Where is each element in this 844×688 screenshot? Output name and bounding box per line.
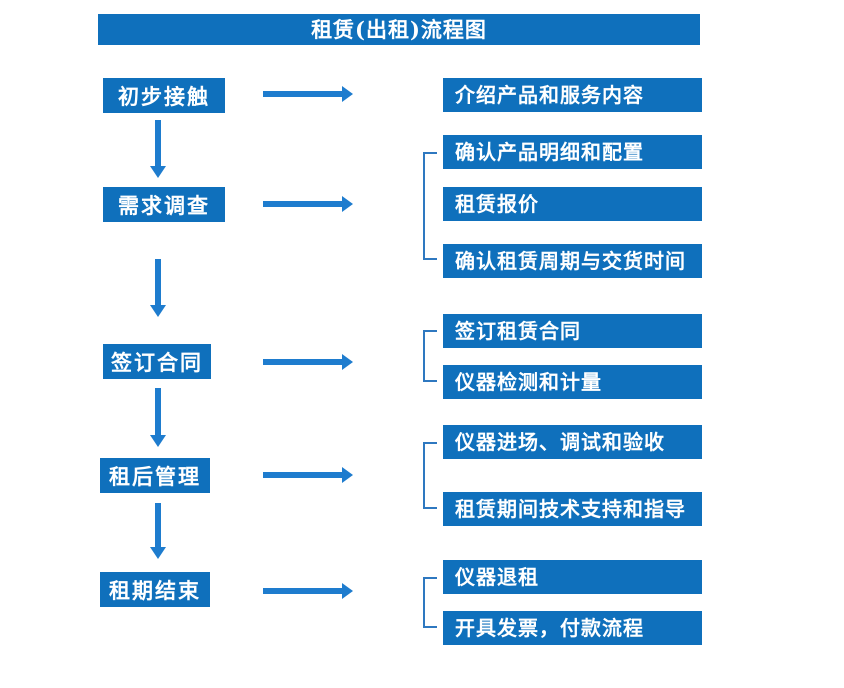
detail-box: 确认产品明细和配置	[443, 135, 702, 169]
right-arrow-head	[342, 467, 353, 483]
detail-box: 开具发票，付款流程	[443, 611, 702, 645]
down-arrow-head	[150, 166, 166, 178]
down-arrow	[150, 120, 167, 178]
down-arrow	[150, 388, 167, 447]
stage-box-rental-end: 租期结束	[100, 572, 210, 607]
right-arrow	[263, 467, 353, 483]
down-arrow-head	[150, 547, 166, 559]
down-arrow-shaft	[155, 120, 161, 167]
right-arrow-head	[342, 354, 353, 370]
right-arrow-shaft	[263, 201, 342, 207]
right-arrow	[263, 196, 353, 212]
detail-box: 介绍产品和服务内容	[443, 78, 702, 112]
detail-box: 仪器退租	[443, 560, 702, 594]
detail-box: 租赁期间技术支持和指导	[443, 492, 702, 526]
down-arrow-shaft	[155, 503, 161, 548]
detail-box: 签订租赁合同	[443, 314, 702, 348]
down-arrow	[150, 503, 167, 559]
right-arrow	[263, 354, 353, 370]
right-arrow-shaft	[263, 472, 342, 478]
right-arrow-shaft	[263, 588, 342, 594]
down-arrow-shaft	[155, 259, 161, 306]
right-arrow	[263, 86, 353, 102]
stage-box-demand-survey: 需求调查	[103, 187, 225, 222]
down-arrow	[150, 259, 167, 317]
right-arrow-shaft	[263, 91, 342, 97]
right-arrow-head	[342, 196, 353, 212]
right-arrow-head	[342, 583, 353, 599]
group-bracket	[423, 152, 437, 260]
group-bracket	[423, 442, 437, 509]
stage-box-sign-contract: 签订合同	[103, 344, 211, 379]
stage-box-initial-contact: 初步接触	[103, 78, 225, 113]
group-bracket	[423, 577, 437, 628]
right-arrow-shaft	[263, 359, 342, 365]
detail-box: 仪器检测和计量	[443, 365, 702, 399]
right-arrow-head	[342, 86, 353, 102]
detail-box: 租赁报价	[443, 187, 702, 221]
detail-box: 确认租赁周期与交货时间	[443, 244, 702, 278]
down-arrow-head	[150, 435, 166, 447]
down-arrow-shaft	[155, 388, 161, 436]
detail-box: 仪器进场、调试和验收	[443, 425, 702, 459]
page-title: 租赁(出租)流程图	[98, 14, 700, 45]
right-arrow	[263, 583, 353, 599]
stage-box-post-rental-management: 租后管理	[100, 458, 210, 493]
down-arrow-head	[150, 305, 166, 317]
group-bracket	[423, 330, 437, 382]
